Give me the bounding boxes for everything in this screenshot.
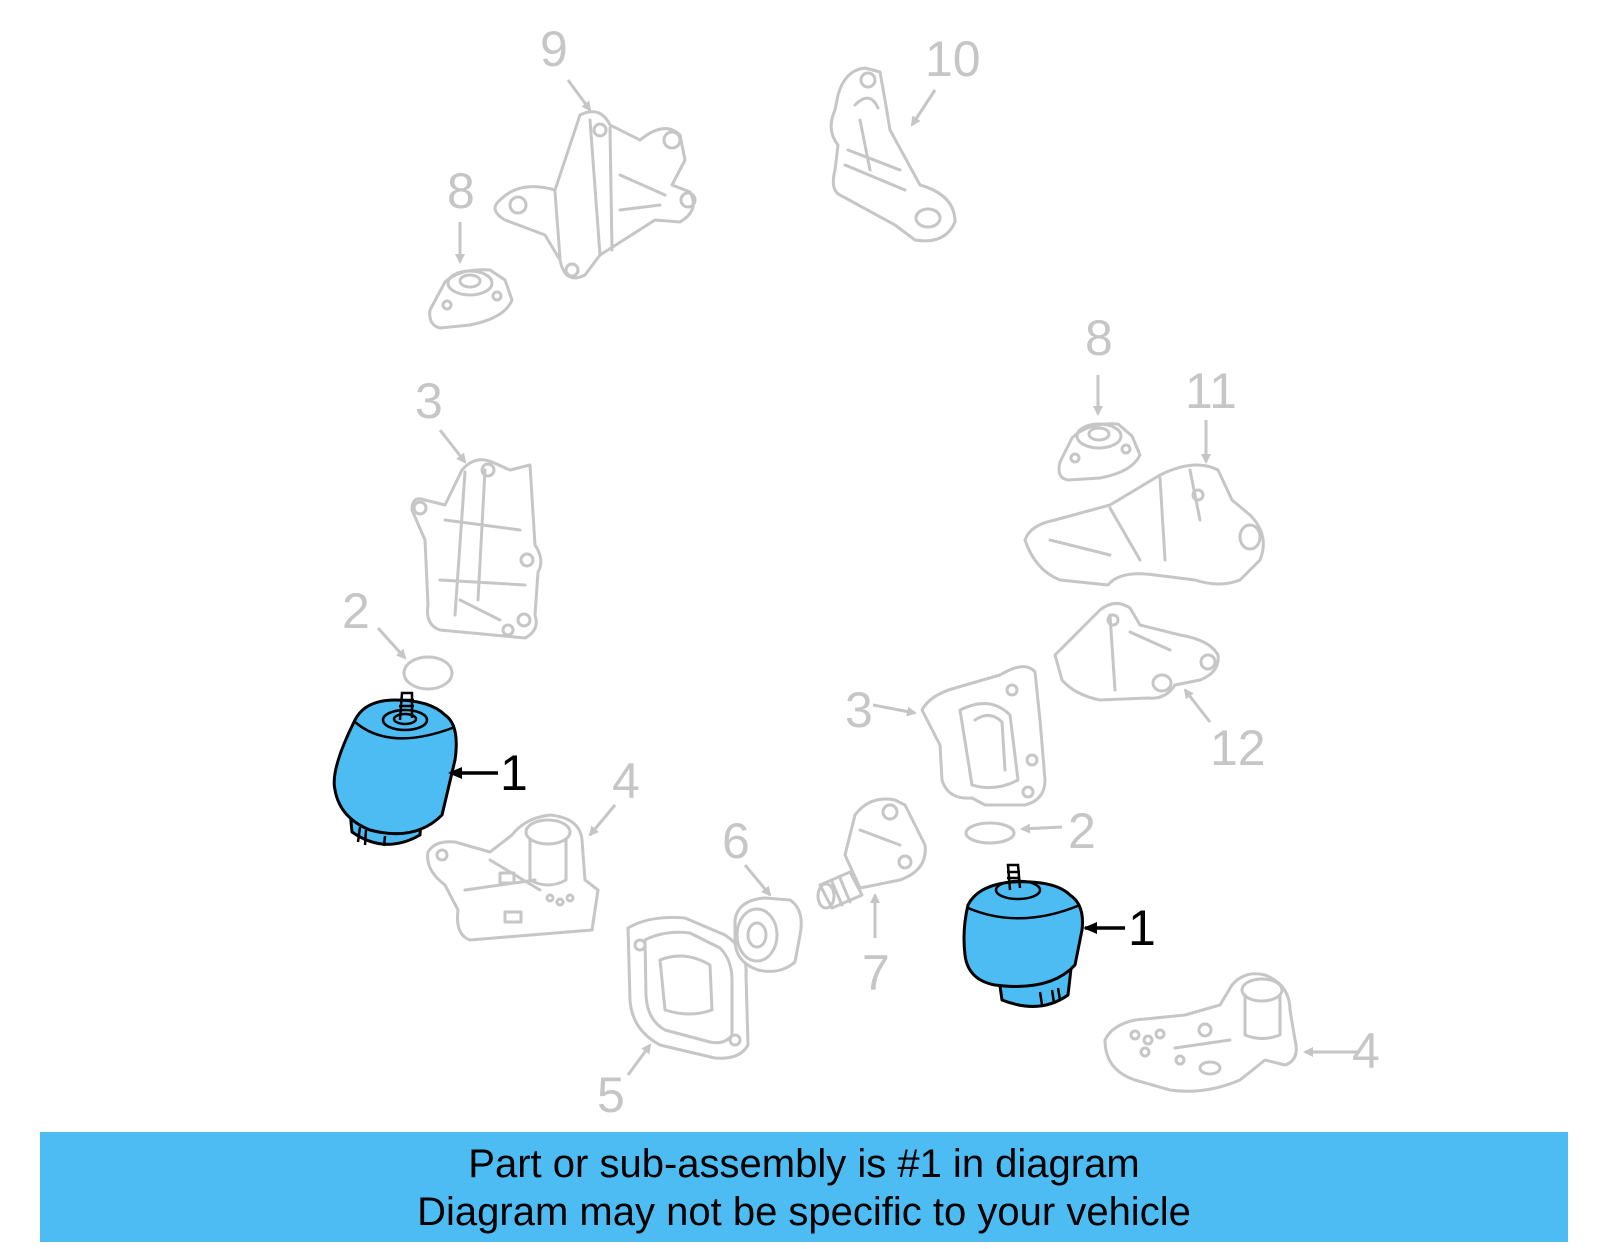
part-3-right-bracket xyxy=(920,665,1047,807)
part-4-left-bracket xyxy=(426,813,600,942)
mount-left-body xyxy=(332,698,458,836)
part-8-left-pad xyxy=(428,268,514,330)
callout-1-left: 1 xyxy=(500,745,528,801)
part-4-right-bracket xyxy=(1103,972,1298,1093)
callout-2-right: 2 xyxy=(1068,803,1096,859)
callout-5: 5 xyxy=(597,1067,625,1123)
callout-1-right: 1 xyxy=(1128,900,1156,956)
part-12-bracket xyxy=(1053,602,1220,702)
part-2-right-washer xyxy=(964,821,1016,845)
leader-9 xyxy=(566,79,592,112)
part-1-left-engine-mount[interactable] xyxy=(332,691,458,847)
parts-diagram: 9 10 8 3 2 xyxy=(332,21,1380,1123)
leader-2-right xyxy=(1020,823,1063,834)
part-1-right-engine-mount[interactable] xyxy=(962,863,1084,1008)
part-10-bracket xyxy=(829,66,957,243)
callout-6: 6 xyxy=(722,813,750,869)
leader-6 xyxy=(743,864,772,897)
part-6-bushing xyxy=(733,896,803,973)
callout-8-right: 8 xyxy=(1085,310,1113,366)
callout-11: 11 xyxy=(1185,363,1237,419)
banner-line-disclaimer: Diagram may not be specific to your vehi… xyxy=(417,1190,1191,1234)
banner-line-part-number: Part or sub-assembly is #1 in diagram xyxy=(468,1142,1140,1186)
callout-4-left: 4 xyxy=(612,753,640,809)
callout-8-left: 8 xyxy=(447,163,475,219)
leader-5 xyxy=(626,1043,652,1076)
part-8-right-pad xyxy=(1057,422,1142,482)
callout-9: 9 xyxy=(540,21,568,77)
leader-12 xyxy=(1183,688,1212,723)
part-2-left-washer xyxy=(402,655,454,691)
leader-2-left xyxy=(376,626,407,660)
part-3-left-bracket xyxy=(410,458,543,640)
part-9-bracket xyxy=(493,110,697,280)
callout-4-right: 4 xyxy=(1352,1023,1380,1079)
callout-2-left: 2 xyxy=(342,583,370,639)
callout-10: 10 xyxy=(925,31,981,87)
part-5-plate xyxy=(626,916,750,1060)
callout-3-left: 3 xyxy=(415,373,443,429)
leader-3-right xyxy=(872,703,917,717)
callout-7: 7 xyxy=(862,945,890,1001)
info-banner: Part or sub-assembly is #1 in diagram Di… xyxy=(40,1132,1568,1242)
callout-3-right: 3 xyxy=(845,682,873,738)
part-7-stud-bracket xyxy=(816,797,927,910)
leader-10 xyxy=(910,89,937,127)
part-11-bracket xyxy=(1023,463,1265,587)
mount-right-body xyxy=(962,880,1084,988)
callout-12: 12 xyxy=(1210,720,1266,776)
leader-4-left xyxy=(588,804,617,837)
leader-3-left xyxy=(438,429,467,464)
